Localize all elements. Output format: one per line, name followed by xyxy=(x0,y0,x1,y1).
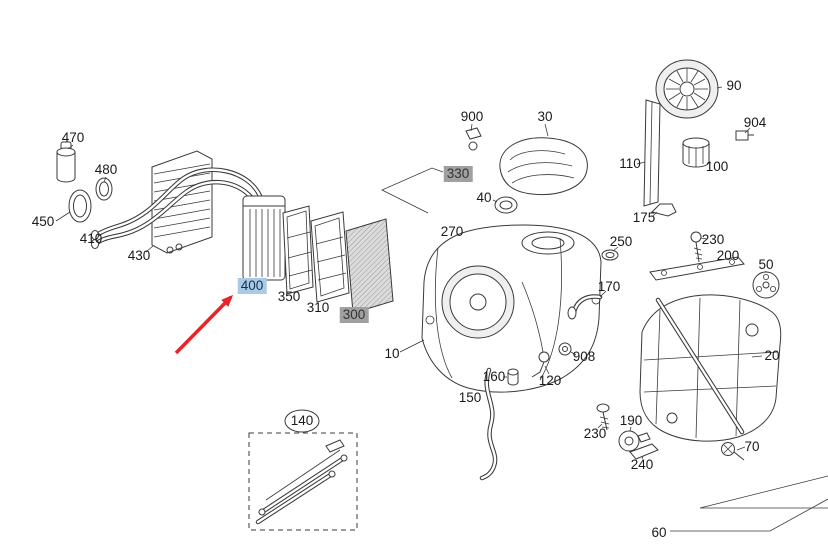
part-label-10-24[interactable]: 10 xyxy=(384,346,400,361)
part-screw-70 xyxy=(721,442,746,461)
part-label-400-5[interactable]: 400 xyxy=(237,278,267,294)
part-frame-350 xyxy=(282,205,314,295)
part-receiver-470 xyxy=(56,141,76,183)
part-label-120-26[interactable]: 120 xyxy=(538,373,562,388)
selection-arrow-line xyxy=(174,294,234,355)
part-label-140-29[interactable]: 140 xyxy=(290,413,314,428)
part-intake-30 xyxy=(499,123,588,196)
part-filter-300 xyxy=(345,218,394,314)
part-label-230-30[interactable]: 230 xyxy=(583,426,607,441)
part-label-40-12[interactable]: 40 xyxy=(476,190,492,205)
part-label-190-31[interactable]: 190 xyxy=(619,413,643,428)
part-cap-40 xyxy=(492,196,518,214)
part-label-350-6[interactable]: 350 xyxy=(277,289,301,304)
part-clip-900 xyxy=(465,123,482,151)
part-screw-230-lower xyxy=(596,403,610,431)
part-connector-904 xyxy=(735,127,754,141)
part-housing-10 xyxy=(399,224,602,393)
part-screw-230-upper xyxy=(690,231,708,263)
part-label-200-21[interactable]: 200 xyxy=(716,248,740,263)
part-pipes-410 xyxy=(91,167,263,249)
part-heater-box-20 xyxy=(639,294,782,442)
part-label-270-18[interactable]: 270 xyxy=(440,224,464,239)
part-actuator-190 xyxy=(618,426,651,452)
part-bracket-110 xyxy=(636,99,661,207)
part-hose-150 xyxy=(479,367,498,481)
part-label-175-17[interactable]: 175 xyxy=(632,210,656,225)
part-label-410-3[interactable]: 410 xyxy=(79,231,103,246)
part-motor-100 xyxy=(682,137,712,168)
part-label-110-16[interactable]: 110 xyxy=(619,156,641,171)
part-label-908-27[interactable]: 908 xyxy=(572,349,596,364)
part-label-20-33[interactable]: 20 xyxy=(764,348,780,363)
part-label-160-25[interactable]: 160 xyxy=(482,369,506,384)
part-label-240-32[interactable]: 240 xyxy=(630,457,654,472)
part-bracket-240 xyxy=(629,443,659,460)
part-label-430-4[interactable]: 430 xyxy=(127,248,151,263)
part-bracket-200 xyxy=(649,256,745,281)
part-label-904-14[interactable]: 904 xyxy=(743,115,767,130)
part-label-170-23[interactable]: 170 xyxy=(597,279,621,294)
part-sensor-908 xyxy=(558,342,577,356)
part-label-50-22[interactable]: 50 xyxy=(758,257,774,272)
part-label-90-13[interactable]: 90 xyxy=(726,78,742,93)
part-label-100-15[interactable]: 100 xyxy=(705,159,729,174)
part-label-330-9[interactable]: 330 xyxy=(443,166,473,182)
part-label-480-1[interactable]: 480 xyxy=(94,162,118,177)
part-ring-480 xyxy=(95,176,113,201)
part-clip-175 xyxy=(651,203,677,217)
leader-330 xyxy=(381,167,444,214)
part-label-450-2[interactable]: 450 xyxy=(31,214,55,229)
part-label-230-20[interactable]: 230 xyxy=(701,232,725,247)
part-label-300-8[interactable]: 300 xyxy=(339,307,369,323)
part-label-470-0[interactable]: 470 xyxy=(61,130,85,145)
part-grommet-250 xyxy=(601,246,619,261)
part-frame-310 xyxy=(310,211,350,303)
part-label-70-34[interactable]: 70 xyxy=(744,439,760,454)
part-elbow-170 xyxy=(567,290,607,320)
leader-60 xyxy=(670,475,828,532)
part-lever-120 xyxy=(531,351,550,378)
part-blower-90 xyxy=(655,59,723,119)
part-label-310-7[interactable]: 310 xyxy=(306,300,330,315)
part-label-30-11[interactable]: 30 xyxy=(537,109,553,124)
part-label-900-10[interactable]: 900 xyxy=(460,109,484,124)
part-label-60-35[interactable]: 60 xyxy=(651,525,667,540)
part-stub-160 xyxy=(503,368,519,386)
selection-arrow xyxy=(174,294,234,355)
part-heater-core-430 xyxy=(145,150,213,254)
part-linkage-kit-140 xyxy=(248,409,358,531)
part-flange-50 xyxy=(752,271,780,299)
part-label-250-19[interactable]: 250 xyxy=(609,234,633,249)
part-label-150-28[interactable]: 150 xyxy=(458,390,482,405)
part-seal-450 xyxy=(55,189,92,223)
